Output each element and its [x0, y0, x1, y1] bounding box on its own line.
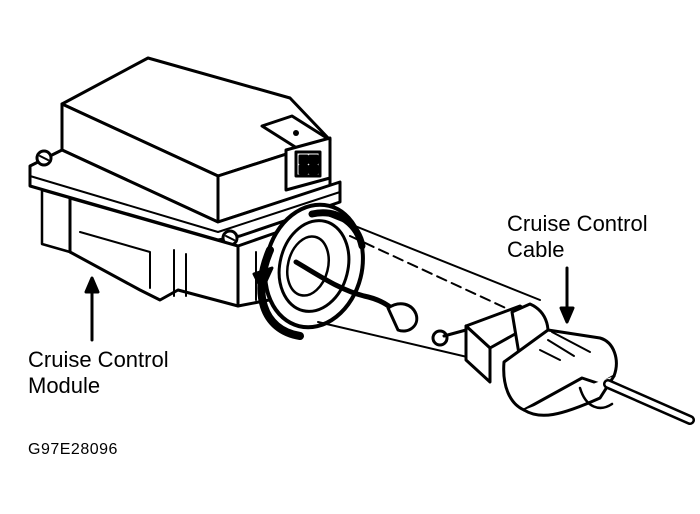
- cable-housing: [464, 302, 695, 425]
- alignment-lines: [317, 211, 541, 361]
- figure-code: G97E28096: [28, 441, 118, 458]
- leader-arrows: [84, 266, 575, 342]
- cable-label-line-2: Cable: [507, 237, 565, 262]
- module-label-line-2: Module: [28, 373, 101, 398]
- cable-label-line-1: Cruise Control: [507, 211, 648, 236]
- module-body: [28, 56, 342, 308]
- cable-end: [293, 259, 468, 347]
- module-label-line-1: Cruise Control: [28, 347, 169, 372]
- cable-pulley-ring: [252, 202, 366, 340]
